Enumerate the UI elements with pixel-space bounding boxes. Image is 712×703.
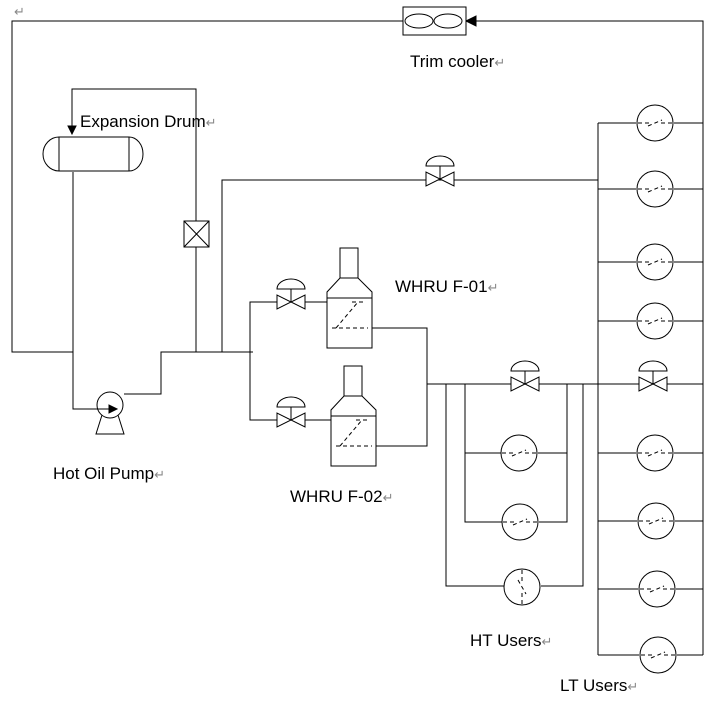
whru-f02-label: WHRU F-02↵	[290, 487, 394, 506]
return-mark: ↵	[494, 55, 506, 70]
return-mark: ↵	[205, 115, 217, 130]
whru-f02-unit	[330, 365, 377, 467]
lt-user-6	[637, 502, 675, 540]
ht-users-label: HT Users↵	[470, 631, 553, 650]
return-mark: ↵	[627, 679, 639, 694]
return-mark: ↵	[382, 490, 394, 505]
hot-oil-pump-label: Hot Oil Pump↵	[53, 464, 165, 483]
trim-cooler-label: Trim cooler↵	[410, 52, 506, 71]
return-mark-corner: ↵	[14, 4, 25, 19]
control-valve-lt	[638, 360, 668, 392]
lt-user-7	[638, 570, 676, 608]
lt-user-4	[636, 302, 674, 340]
control-valve-ht	[510, 360, 540, 392]
lt-user-1	[636, 104, 674, 142]
ht-user-2	[501, 503, 539, 541]
control-valve-whru-f02	[276, 396, 306, 428]
control-valve-bypass	[425, 155, 455, 187]
lt-user-8	[639, 636, 677, 674]
lt-user-5	[636, 434, 674, 472]
lt-users-label: LT Users↵	[560, 676, 639, 695]
piping	[11, 20, 704, 656]
filter-element	[183, 220, 210, 248]
return-mark: ↵	[154, 467, 165, 482]
hot-oil-pump	[95, 391, 125, 435]
ht-user-3	[503, 568, 541, 606]
return-mark: ↵	[487, 280, 499, 295]
expansion-drum	[42, 136, 144, 172]
return-mark: ↵	[541, 634, 553, 649]
flow-arrow-expansion-drum	[67, 125, 77, 136]
whru-f01-unit	[326, 247, 373, 349]
ht-user-1	[500, 434, 538, 472]
control-valve-whru-f01	[276, 278, 306, 310]
trim-cooler	[402, 6, 467, 36]
whru-f01-label: WHRU F-01↵	[395, 277, 499, 296]
lt-user-3	[636, 243, 674, 281]
lt-user-2	[636, 170, 674, 208]
expansion-drum-label: Expansion Drum↵	[80, 112, 217, 131]
flow-arrow-trim-cooler	[464, 15, 477, 27]
